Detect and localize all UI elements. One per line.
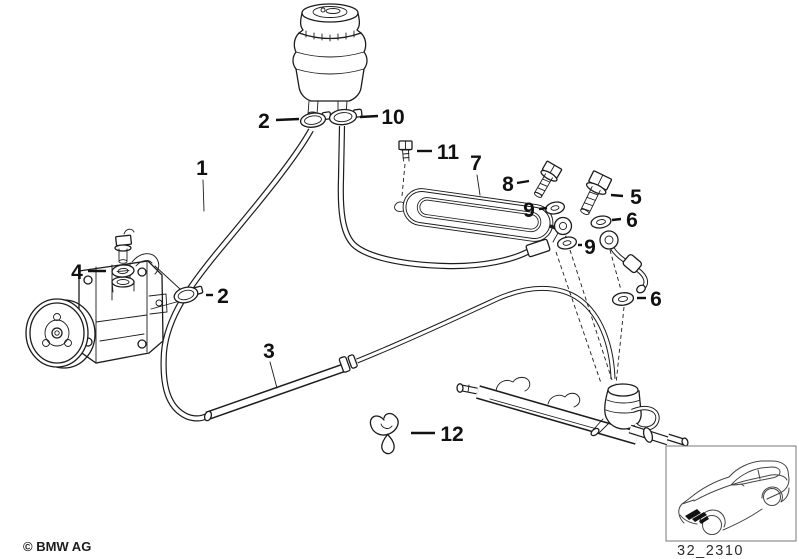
car-location-inset	[665, 445, 797, 542]
callouts: 1 2 10 11 7 8 5 9 6 9 6 4 2 3 12	[71, 106, 662, 446]
callout-12: 12	[440, 423, 463, 446]
steering-rack	[456, 376, 689, 447]
callout-10: 10	[381, 106, 404, 129]
hose-clamp-2-pump	[173, 285, 204, 304]
power-steering-pump	[25, 253, 168, 369]
callout-2-top: 2	[258, 110, 270, 133]
crimp-fitting	[525, 238, 551, 258]
callout-6-lower: 6	[650, 288, 662, 311]
spring-clip-12	[369, 412, 399, 455]
inset-border	[665, 445, 797, 542]
callout-5: 5	[630, 186, 642, 209]
leader-line	[615, 306, 625, 385]
bracket-screw-11	[398, 140, 413, 197]
banjo-bolt-8	[533, 160, 563, 198]
callout-6-upper: 6	[626, 209, 638, 232]
short-pipe-to-rack	[610, 246, 649, 294]
leader-line	[569, 249, 613, 381]
callout-11: 11	[437, 141, 460, 164]
banjo-union-5	[599, 230, 619, 250]
leader-line	[555, 251, 602, 384]
pressure-hose-3	[203, 285, 616, 422]
hose-clamp-10	[328, 108, 363, 126]
copyright-text: © BMW AG	[23, 539, 91, 554]
callout-8: 8	[502, 173, 514, 196]
callout-3: 3	[263, 340, 275, 363]
callout-9-upper: 9	[523, 199, 535, 222]
pump-pulley	[25, 298, 96, 369]
washer-6-lower	[611, 292, 635, 306]
washer-9-lower	[556, 236, 578, 250]
return-hose	[337, 125, 533, 270]
washer-4	[111, 264, 135, 278]
callout-2-pump: 2	[217, 285, 229, 308]
callout-7: 7	[470, 152, 482, 175]
car-outline	[678, 460, 790, 535]
banjo-bolt-5	[580, 170, 613, 215]
hose-clamp-2-top	[299, 111, 332, 128]
location-marker	[685, 509, 709, 524]
callout-9-lower: 9	[584, 236, 596, 259]
banjo-bolt-at-pump	[114, 228, 135, 264]
suction-hose-1	[160, 128, 314, 422]
diagram-code: 32_2310	[677, 543, 744, 559]
banjo-union-8	[553, 216, 573, 236]
callout-4: 4	[71, 261, 83, 284]
cooling-loop-pipe-7	[394, 188, 563, 242]
fluid-reservoir	[292, 3, 368, 117]
washer-9-upper	[544, 201, 566, 215]
clamp-pointer-lines	[150, 265, 181, 310]
pump-outlet-elbow	[131, 253, 160, 275]
callout-1: 1	[196, 157, 208, 180]
washer-6-upper	[590, 215, 612, 229]
